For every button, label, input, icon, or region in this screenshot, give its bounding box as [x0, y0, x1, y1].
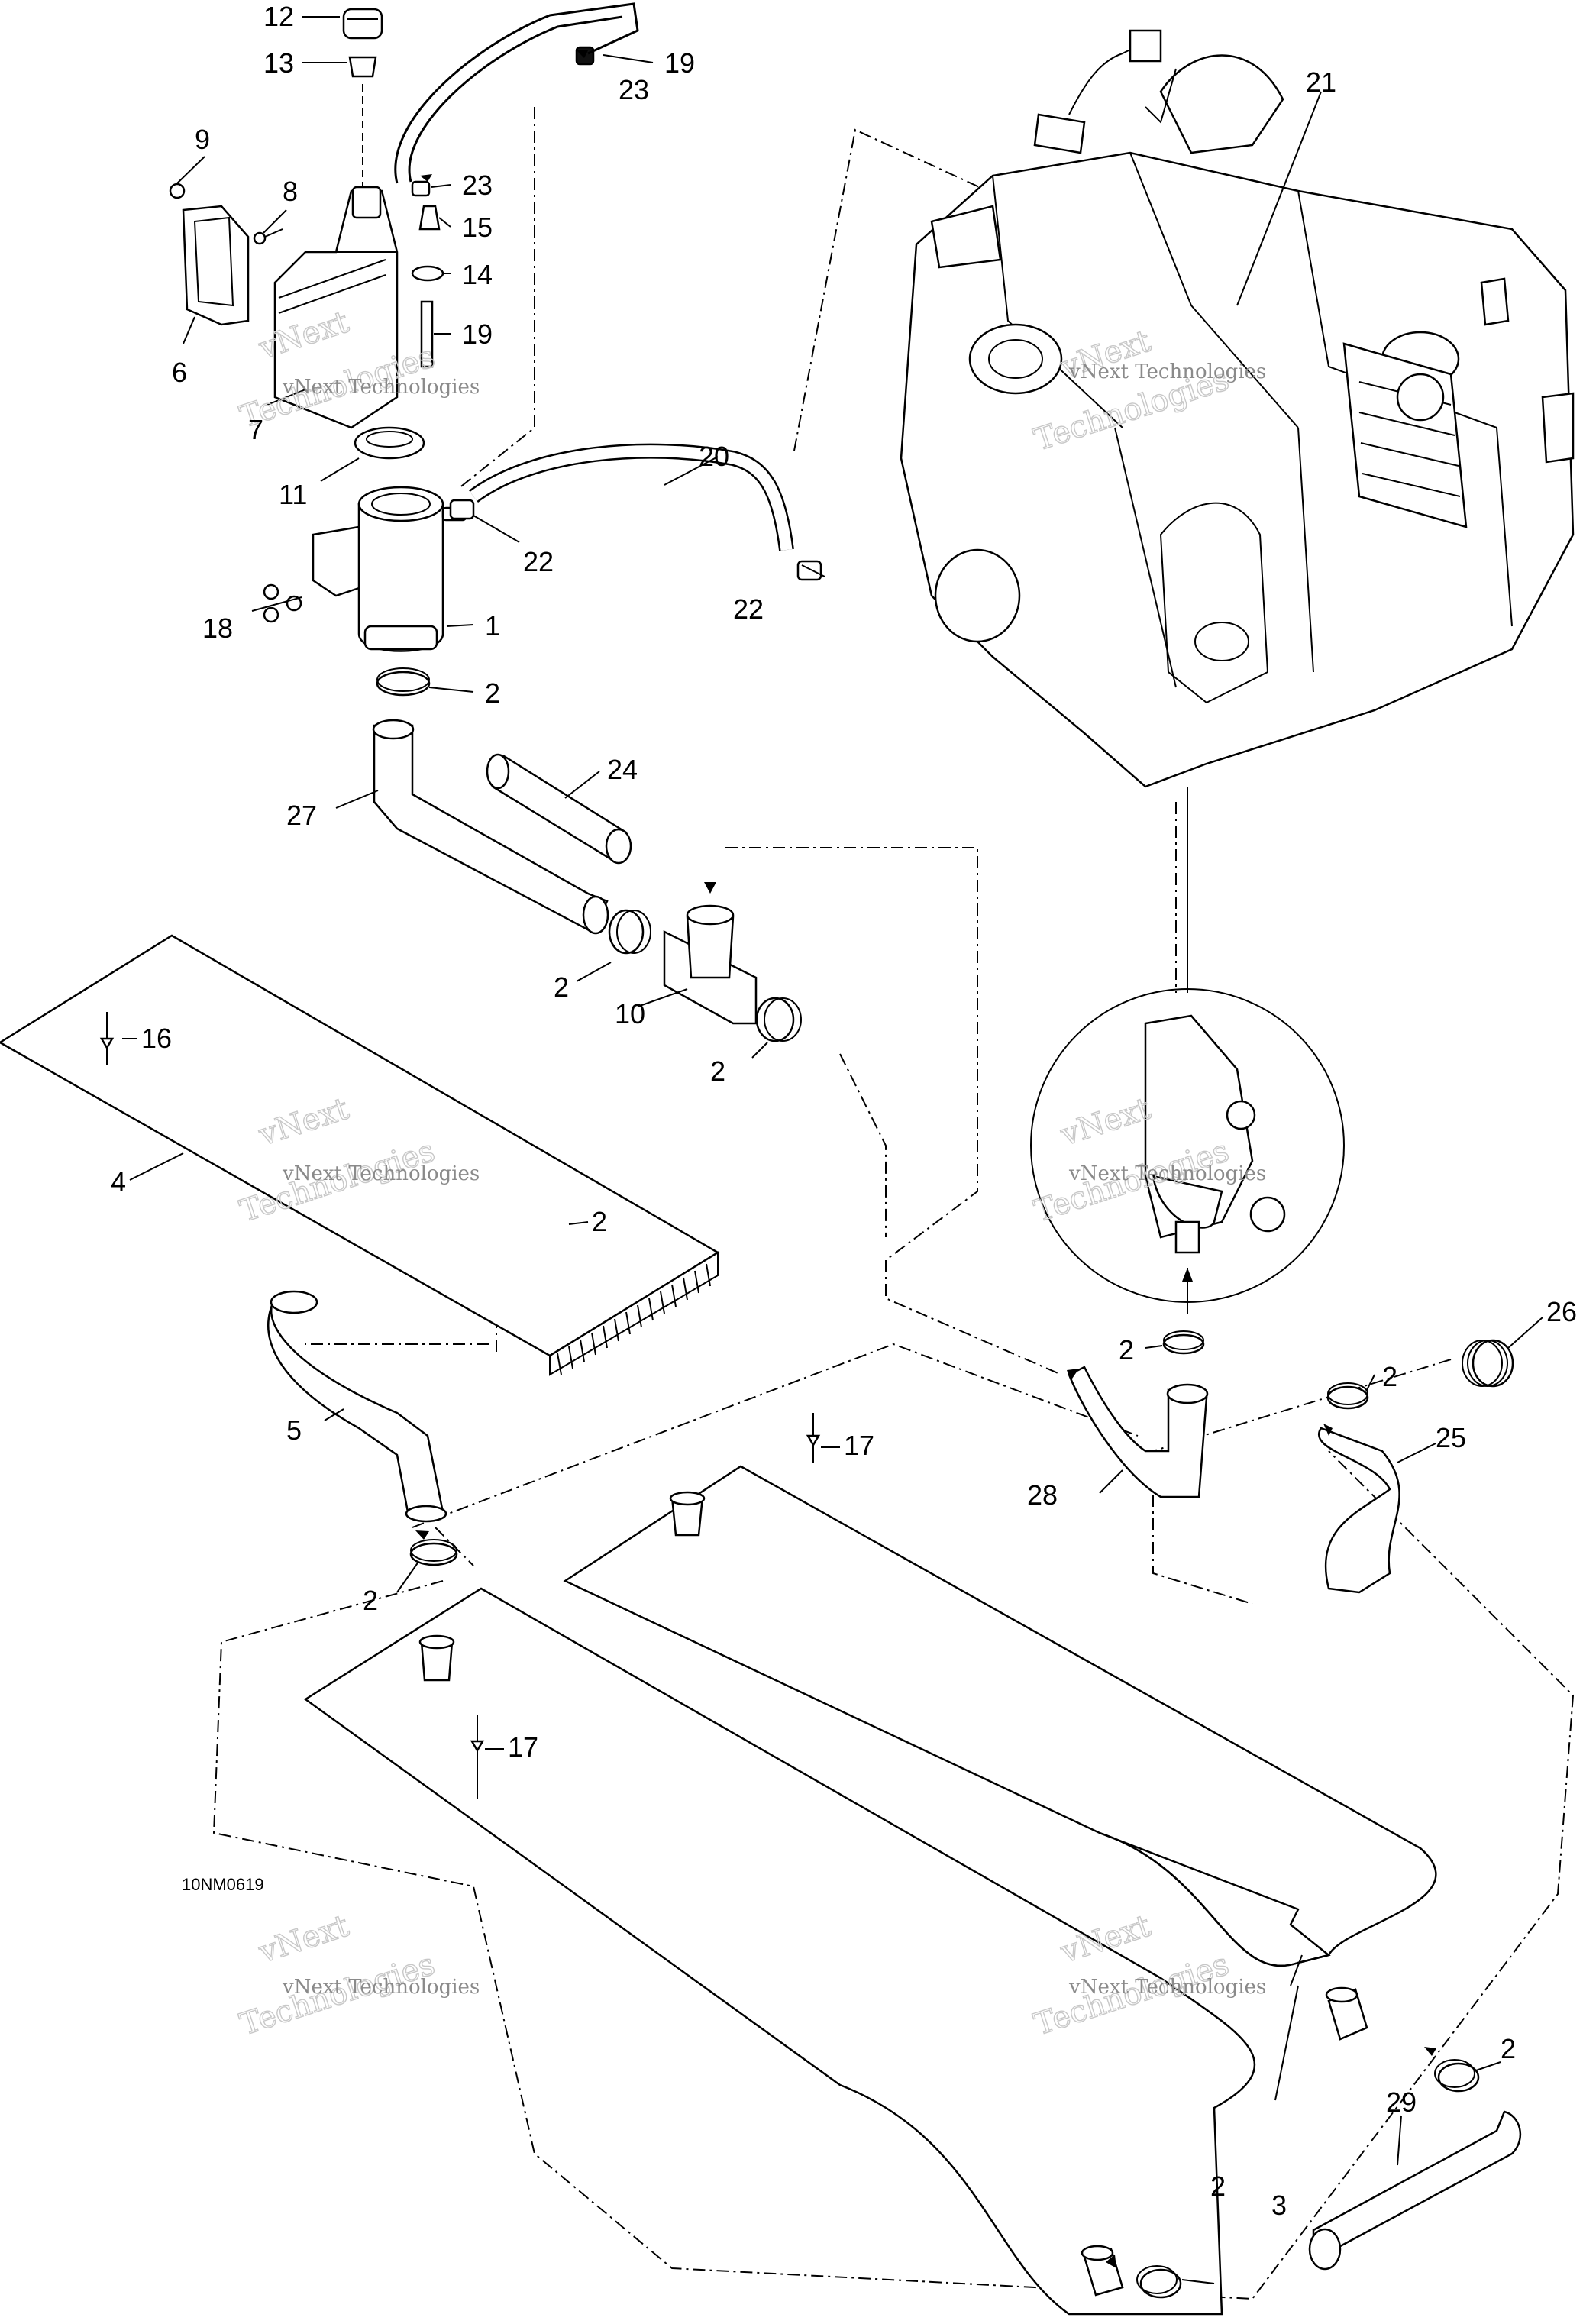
coolant-tank-assembly: [169, 2, 639, 429]
callout-2-d: 2: [592, 1206, 607, 1237]
callout-2-f: 2: [1119, 1334, 1134, 1366]
coolant-hoses: [267, 667, 1514, 1594]
callout-27: 27: [286, 800, 317, 831]
svg-text:vNext Technologies: vNext Technologies: [282, 1976, 480, 1999]
callout-8: 8: [283, 176, 298, 207]
callout-28: 28: [1027, 1479, 1058, 1511]
callout-4: 4: [111, 1166, 126, 1198]
callout-23-top: 23: [619, 74, 649, 105]
thermostat-detail: [1030, 787, 1345, 1314]
svg-text:vNext Technologies: vNext Technologies: [282, 376, 480, 399]
callout-3: 3: [1271, 2190, 1287, 2221]
svg-text:vNext Technologies: vNext Technologies: [1068, 1162, 1266, 1185]
callout-2-c: 2: [710, 1055, 725, 1087]
callout-20: 20: [699, 441, 729, 472]
callout-22-b: 22: [733, 593, 764, 625]
callout-22-a: 22: [523, 546, 554, 577]
callout-2-e: 2: [363, 1585, 378, 1616]
callout-2-g: 2: [1382, 1361, 1397, 1392]
svg-text:vNext Technologies: vNext Technologies: [282, 1162, 480, 1185]
bypass-hose: [449, 443, 822, 581]
callout-24: 24: [607, 754, 638, 785]
callout-2-i: 2: [1210, 2170, 1226, 2202]
flow-arrows: [415, 50, 1436, 2268]
engine: [900, 29, 1575, 788]
callout-2-h: 2: [1501, 2033, 1516, 2064]
leader-lines: [122, 16, 1543, 2284]
svg-text:vNext Technologies: vNext Technologies: [1068, 360, 1266, 383]
callout-13: 13: [263, 47, 294, 79]
callout-16: 16: [141, 1023, 172, 1054]
callout-21: 21: [1306, 66, 1336, 98]
svg-text:vNext Technologies: vNext Technologies: [1068, 1976, 1266, 1999]
callout-labels: 12 13 9 8 6 7 19 23 23 15 14 19 11 20 22…: [111, 1, 1577, 2221]
callout-12: 12: [263, 1, 294, 32]
hose-spring: [1462, 1339, 1514, 1388]
svg-text:vNext: vNext: [254, 1909, 353, 1970]
callout-6: 6: [172, 357, 187, 388]
callout-5: 5: [286, 1414, 302, 1446]
drawing-reference: 10NM0619: [182, 1875, 264, 1894]
tank-grommet: [348, 56, 377, 78]
callout-18: 18: [202, 613, 233, 644]
svg-text:vNext: vNext: [1056, 1091, 1155, 1153]
callout-10: 10: [615, 998, 645, 1029]
callout-19-top: 19: [664, 47, 695, 79]
tank-cap: [342, 8, 383, 40]
callout-9: 9: [195, 124, 210, 155]
callout-19: 19: [462, 318, 493, 350]
overflow-tank: [273, 189, 399, 429]
callout-14: 14: [462, 259, 493, 290]
callout-15: 15: [462, 212, 493, 243]
callout-11: 11: [279, 479, 307, 510]
callout-17-a: 17: [844, 1430, 874, 1461]
callout-2-b: 2: [554, 971, 569, 1003]
callout-23: 23: [462, 170, 493, 201]
tank-strap: [182, 205, 250, 326]
radiator-reservoir: [263, 426, 467, 652]
radiator-panel-upper: [0, 934, 720, 1376]
radiator-panel-lower: [303, 1413, 1521, 2316]
callout-17-b: 17: [508, 1731, 538, 1763]
callout-7: 7: [248, 414, 263, 445]
callout-29: 29: [1386, 2086, 1417, 2118]
callout-25: 25: [1436, 1422, 1466, 1453]
pressure-cap: [354, 426, 425, 460]
callout-2-a: 2: [485, 677, 500, 709]
callout-26: 26: [1546, 1296, 1577, 1327]
callout-1: 1: [485, 610, 500, 642]
